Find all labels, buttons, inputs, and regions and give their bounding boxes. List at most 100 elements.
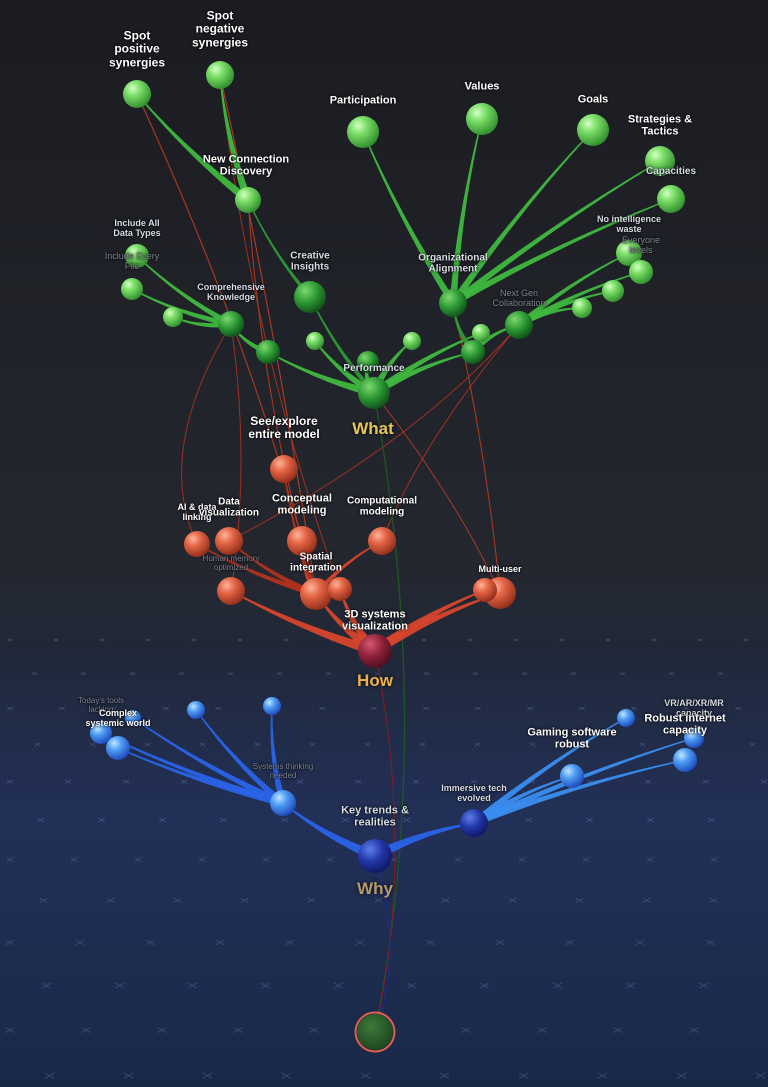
node-sphere[interactable] xyxy=(256,340,280,364)
connection-link xyxy=(282,802,378,861)
floor-grid-mark xyxy=(689,1026,699,1034)
node-sphere[interactable] xyxy=(657,185,685,213)
floor-grid-mark xyxy=(522,671,527,676)
node-sphere[interactable] xyxy=(602,280,624,302)
node-sphere[interactable] xyxy=(217,577,245,605)
connection-link xyxy=(230,590,377,656)
node-sphere[interactable] xyxy=(125,710,141,726)
floor-grid-mark xyxy=(106,897,115,903)
node-sphere[interactable] xyxy=(270,455,298,483)
nodes xyxy=(90,61,704,1053)
floor-grid-mark xyxy=(495,939,505,946)
floor-grid-mark xyxy=(412,779,420,784)
node-sphere[interactable] xyxy=(617,709,635,727)
node-sphere[interactable] xyxy=(187,701,205,719)
floor-grid-mark xyxy=(6,779,14,784)
floor-grid-mark xyxy=(597,1072,608,1079)
node-sphere[interactable] xyxy=(328,577,352,601)
node-sphere[interactable] xyxy=(358,839,392,873)
node-sphere[interactable] xyxy=(125,244,149,268)
connection-link xyxy=(219,74,317,595)
connection-links xyxy=(100,74,695,1033)
connection-link xyxy=(196,543,318,597)
floor-grid-mark xyxy=(285,939,295,946)
floor-grid-mark xyxy=(743,638,749,642)
node-sphere[interactable] xyxy=(263,697,281,715)
node-sphere[interactable] xyxy=(358,377,390,409)
floor-grid-mark xyxy=(527,706,533,711)
node-sphere[interactable] xyxy=(218,311,244,337)
node-sphere[interactable] xyxy=(215,527,243,555)
connection-link xyxy=(381,324,520,542)
node-sphere[interactable] xyxy=(403,332,421,350)
node-sphere[interactable] xyxy=(473,578,497,602)
floor-grid-mark xyxy=(651,638,657,642)
connection-link xyxy=(452,302,476,354)
floor-grid-mark xyxy=(215,706,221,711)
node-sphere[interactable] xyxy=(460,809,488,837)
floor-grid-mark xyxy=(760,779,768,784)
node-sphere[interactable] xyxy=(294,281,326,313)
node-sphere[interactable] xyxy=(123,80,151,108)
node-sphere[interactable] xyxy=(90,722,112,744)
node-sphere[interactable] xyxy=(505,311,533,339)
node-sphere[interactable] xyxy=(184,531,210,557)
floor-grid-mark xyxy=(32,671,37,676)
node-sphere[interactable] xyxy=(368,527,396,555)
floor-grid-mark xyxy=(565,939,575,946)
node-sphere[interactable] xyxy=(357,351,379,373)
node-sphere[interactable] xyxy=(121,278,143,300)
node-sphere[interactable] xyxy=(577,114,609,146)
connection-link xyxy=(518,307,583,328)
node-sphere[interactable] xyxy=(684,728,704,748)
node-sphere[interactable] xyxy=(461,340,485,364)
section-label-what: What xyxy=(352,419,394,438)
floor-grid-mark xyxy=(326,671,331,676)
floor-grid-mark xyxy=(364,742,371,747)
floor-grid-mark xyxy=(145,939,155,946)
floor-grid-mark xyxy=(749,742,756,747)
floor-grid-mark xyxy=(237,638,243,642)
floor-grid-mark xyxy=(647,817,654,823)
node-sphere[interactable] xyxy=(235,187,261,213)
floor-grid-mark xyxy=(676,1072,687,1079)
node-sphere[interactable] xyxy=(439,289,467,317)
node-sphere[interactable] xyxy=(472,324,490,342)
floor-grid-mark xyxy=(553,982,562,989)
node-sphere[interactable] xyxy=(300,578,332,610)
node-sphere[interactable] xyxy=(163,307,183,327)
node-sphere[interactable] xyxy=(673,748,697,772)
floor-grid-mark xyxy=(70,857,78,863)
node-sphere[interactable] xyxy=(466,103,498,135)
node-sphere[interactable] xyxy=(560,764,584,788)
floor-grid-mark xyxy=(571,671,576,676)
node-sphere[interactable] xyxy=(572,298,592,318)
connection-link xyxy=(247,199,303,542)
connection-link xyxy=(270,705,287,804)
connection-link xyxy=(267,351,376,397)
node-sphere[interactable] xyxy=(206,61,234,89)
floor-grid-mark xyxy=(173,897,182,903)
floor-grid-mark xyxy=(475,706,481,711)
node-sphere[interactable] xyxy=(306,332,324,350)
floor-grid-mark xyxy=(130,671,135,676)
node-sphere[interactable] xyxy=(270,790,296,816)
node-sphere[interactable] xyxy=(347,116,379,148)
node-sphere[interactable] xyxy=(357,1014,393,1050)
floor-grid-mark xyxy=(709,897,718,903)
node-sphere[interactable] xyxy=(358,634,392,668)
node-sphere[interactable] xyxy=(629,260,653,284)
node-sphere[interactable] xyxy=(645,146,675,176)
floor-grid-mark xyxy=(7,706,13,711)
floor-grid-mark xyxy=(441,897,450,903)
node-sphere[interactable] xyxy=(287,526,317,556)
node-sphere[interactable] xyxy=(616,240,642,266)
floor-grid-mark xyxy=(7,638,13,642)
floor-grid-mark xyxy=(115,982,124,989)
floor-grid-mark xyxy=(64,779,72,784)
floor-grid-mark xyxy=(423,706,429,711)
floor-grid-mark xyxy=(419,742,426,747)
node-sphere[interactable] xyxy=(106,736,130,760)
